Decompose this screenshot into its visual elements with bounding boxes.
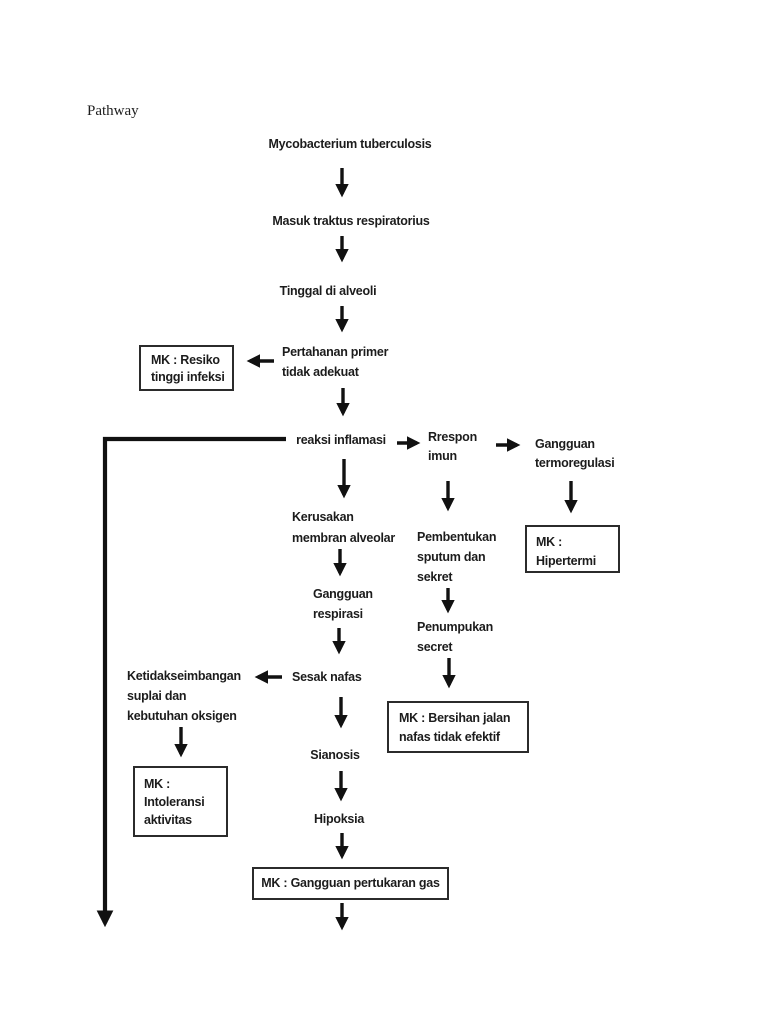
mk-box-bersihan-jalan-nafas: MK : Bersihan jalan nafas tidak efektif — [387, 701, 529, 753]
node-pembentukan-sputum: Pembentukan sputum dan sekret — [417, 530, 497, 584]
node-mycobacterium-tuberculosis: Mycobacterium tuberculosis — [268, 137, 432, 151]
page-title: Pathway — [87, 103, 139, 119]
node-respon-imun: Rrespon imun — [428, 430, 477, 463]
node-gangguan-respirasi: Gangguan respirasi — [313, 587, 373, 621]
arrow-reaksi-long-elbow-down — [96, 436, 286, 928]
node-ketidakseimbangan-oksigen: Ketidakseimbangan suplai dan kebutuhan o… — [127, 669, 241, 723]
node-gangguan-termoregulasi: Gangguan termoregulasi — [535, 437, 615, 470]
mk-box-resiko-tinggi-infeksi: MK : Resiko tinggi infeksi — [139, 345, 234, 391]
node-sesak-nafas: Sesak nafas — [292, 670, 362, 684]
node-tinggal-di-alveoli: Tinggal di alveoli — [279, 284, 377, 298]
node-kerusakan-membran-alveolar: Kerusakan membran alveolar — [292, 510, 395, 545]
mk-box-intoleransi-aktivitas: MK : Intoleransi aktivitas — [133, 766, 228, 837]
mk-box-hipertermi: MK : Hipertermi — [525, 525, 620, 573]
mk-box-gangguan-pertukaran-gas: MK : Gangguan pertukaran gas — [252, 867, 449, 900]
node-hipoksia: Hipoksia — [313, 812, 365, 826]
node-pertahanan-primer: Pertahanan primer tidak adekuat — [282, 345, 389, 379]
node-penumpukan-secret: Penumpukan secret — [417, 620, 493, 654]
node-masuk-traktus-respiratorius: Masuk traktus respiratorius — [272, 214, 430, 228]
node-sianosis: Sianosis — [310, 748, 360, 762]
node-reaksi-inflamasi: reaksi inflamasi — [296, 433, 386, 447]
